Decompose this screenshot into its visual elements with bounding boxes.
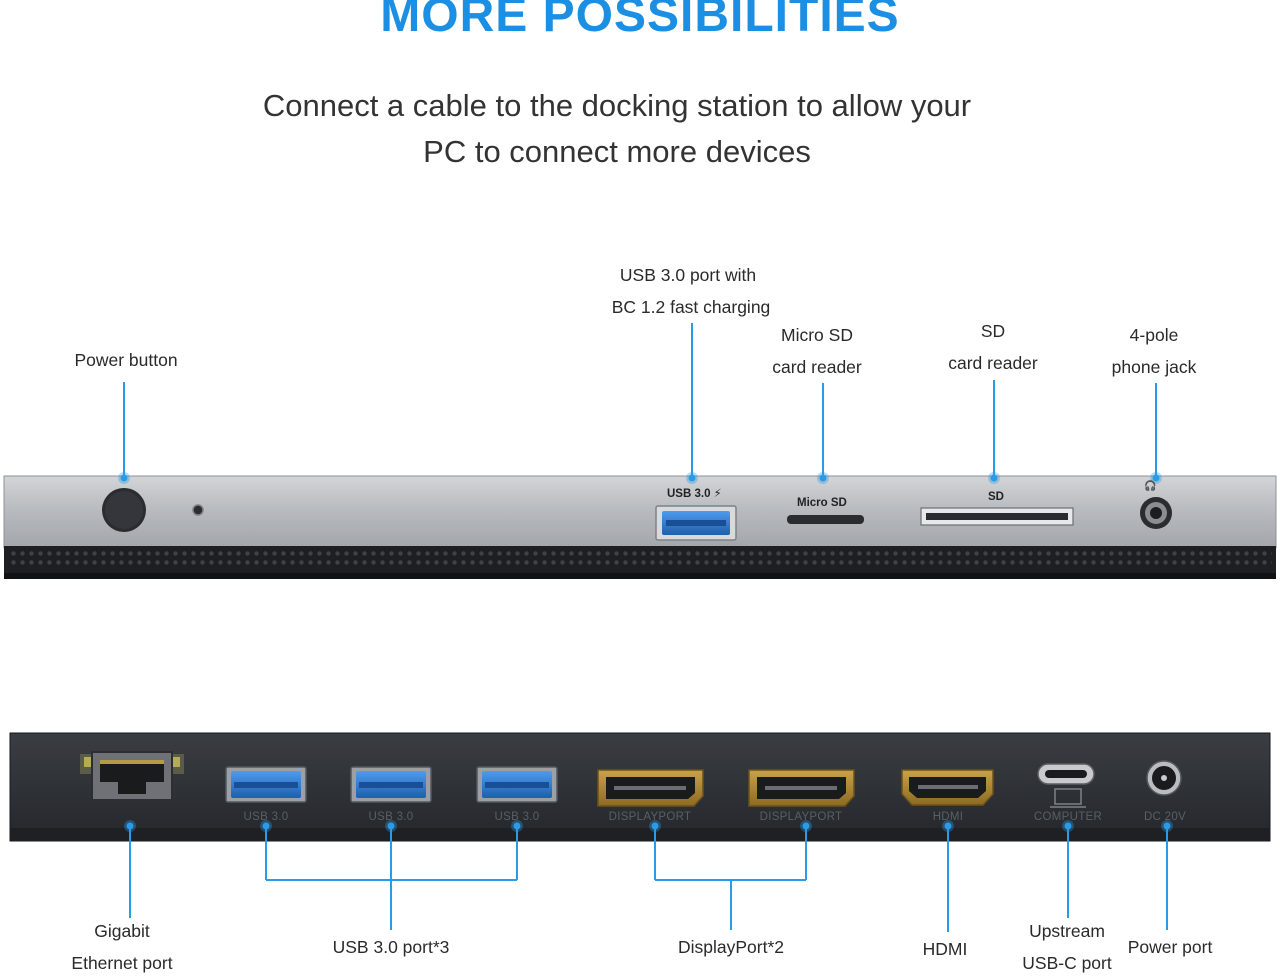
lightning-icon: ⚡ bbox=[713, 488, 722, 500]
sd-slot[interactable] bbox=[920, 507, 1074, 526]
callout-dots bbox=[118, 472, 1173, 832]
front-usb-port[interactable] bbox=[655, 505, 737, 541]
callout-power-button: Power button bbox=[74, 350, 178, 370]
callout-power-port: Power port bbox=[1127, 937, 1213, 957]
power-button[interactable] bbox=[102, 488, 146, 532]
callout-upstream-line-1: Upstream bbox=[1029, 921, 1105, 941]
dc-marking: DC 20V bbox=[1143, 811, 1187, 823]
callout-sd-line-2: card reader bbox=[948, 353, 1038, 373]
back-usb-port-2[interactable] bbox=[350, 766, 432, 803]
status-led bbox=[192, 504, 204, 516]
hdmi-marking: HDMI bbox=[932, 811, 964, 823]
computer-marking: COMPUTER bbox=[1033, 811, 1103, 823]
callout-micro-sd-line-1: Micro SD bbox=[781, 325, 853, 345]
dc-power-port[interactable] bbox=[1146, 760, 1182, 796]
page-title: MORE POSSIBILITIES bbox=[380, 0, 900, 42]
callout-usb-charging-line-1: USB 3.0 port with bbox=[619, 265, 757, 285]
front-panel bbox=[3, 475, 1277, 579]
callout-usb-ports: USB 3.0 port*3 bbox=[332, 937, 450, 957]
back-usb-port-1[interactable] bbox=[225, 766, 307, 803]
micro-sd-slot[interactable] bbox=[787, 515, 864, 524]
back-usb-2-marking: USB 3.0 bbox=[368, 811, 414, 823]
callout-ethernet-line-2: Ethernet port bbox=[71, 953, 173, 973]
displayport-1[interactable] bbox=[597, 769, 704, 807]
usb-marking-text: USB 3.0 bbox=[667, 488, 711, 500]
ethernet-port[interactable] bbox=[80, 751, 184, 801]
callout-upstream-line-2: USB-C port bbox=[1022, 953, 1112, 973]
displayport-2[interactable] bbox=[748, 769, 855, 807]
callout-micro-sd-line-2: card reader bbox=[772, 357, 862, 377]
callout-hdmi: HDMI bbox=[922, 939, 968, 959]
hdmi-port[interactable] bbox=[901, 769, 994, 806]
computer-icon bbox=[1050, 788, 1086, 808]
usb-c-port[interactable] bbox=[1037, 763, 1095, 785]
headset-icon: 🎧 bbox=[1144, 481, 1157, 492]
usb-marking: USB 3.0 ⚡ bbox=[667, 486, 722, 500]
subtitle-line-2: PC to connect more devices bbox=[423, 134, 811, 169]
back-usb-1-marking: USB 3.0 bbox=[243, 811, 289, 823]
back-usb-port-3[interactable] bbox=[476, 766, 558, 803]
dp-2-marking: DISPLAYPORT bbox=[759, 811, 843, 823]
callout-ethernet-line-1: Gigabit bbox=[94, 921, 150, 941]
callout-displayport: DisplayPort*2 bbox=[677, 937, 785, 957]
back-usb-3-marking: USB 3.0 bbox=[494, 811, 540, 823]
subtitle-line-1: Connect a cable to the docking station t… bbox=[262, 88, 972, 123]
micro-sd-marking: Micro SD bbox=[797, 497, 847, 509]
sd-marking: SD bbox=[988, 491, 1004, 503]
callout-lines bbox=[123, 323, 1168, 932]
dp-1-marking: DISPLAYPORT bbox=[608, 811, 692, 823]
callout-jack-line-1: 4-pole bbox=[1129, 325, 1179, 345]
callout-sd-line-1: SD bbox=[980, 321, 1006, 341]
back-panel bbox=[9, 732, 1271, 842]
callout-jack-line-2: phone jack bbox=[1111, 357, 1197, 377]
callout-usb-charging-line-2: BC 1.2 fast charging bbox=[611, 297, 771, 317]
phone-jack[interactable] bbox=[1140, 497, 1172, 529]
